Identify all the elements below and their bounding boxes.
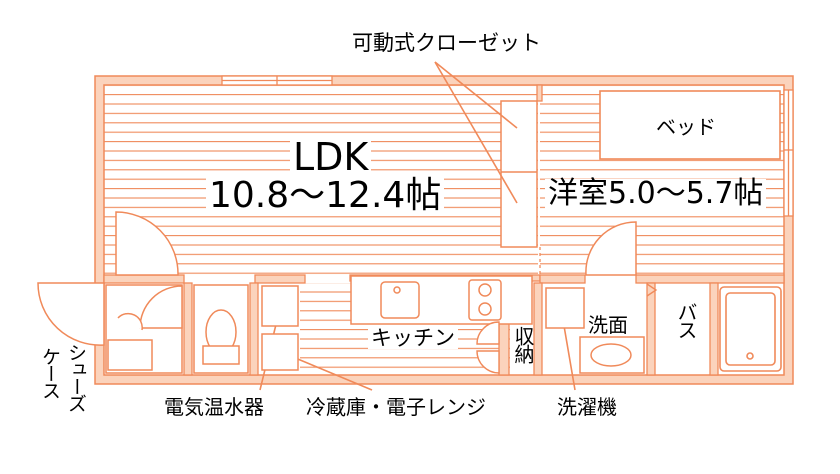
shoe-case — [105, 284, 183, 374]
window-top — [221, 75, 333, 86]
bedroom-label: 洋室5.0～5.7帖 — [545, 179, 767, 209]
washing-machine — [545, 287, 585, 329]
window-right — [783, 89, 794, 217]
entrance-door — [37, 211, 179, 346]
washroom-label: 洗面 — [588, 313, 628, 337]
storage-doors — [476, 321, 500, 374]
bath-label: バス — [674, 302, 698, 338]
fridge-microwave — [261, 333, 299, 371]
bathtub — [719, 286, 782, 372]
water-heater-label: 電気温水器 — [164, 395, 264, 419]
bed — [599, 90, 781, 160]
water-heater — [261, 285, 299, 327]
bed-label: ベッド — [656, 115, 716, 139]
ldk-size-label: 10.8～12.4帖 — [206, 178, 445, 214]
kitchen-label: キッチン — [368, 328, 458, 349]
storage-label: 収納 — [511, 326, 535, 362]
movable-closet — [500, 100, 538, 248]
washroom-sink — [579, 336, 645, 374]
shoe-case-label-1: シューズ — [65, 343, 87, 411]
shoe-case-label-2: ケース — [39, 347, 61, 398]
fridge-microwave-label: 冷蔵庫・電子レンジ — [306, 395, 486, 419]
ldk-name-label: LDK — [290, 138, 372, 176]
bath-door — [646, 283, 658, 297]
kitchen-counter — [350, 275, 533, 325]
toilet — [193, 284, 249, 374]
bedroom-door — [585, 221, 637, 276]
closet-label: 可動式クローゼット — [352, 31, 541, 55]
washing-machine-label: 洗濯機 — [557, 395, 617, 419]
